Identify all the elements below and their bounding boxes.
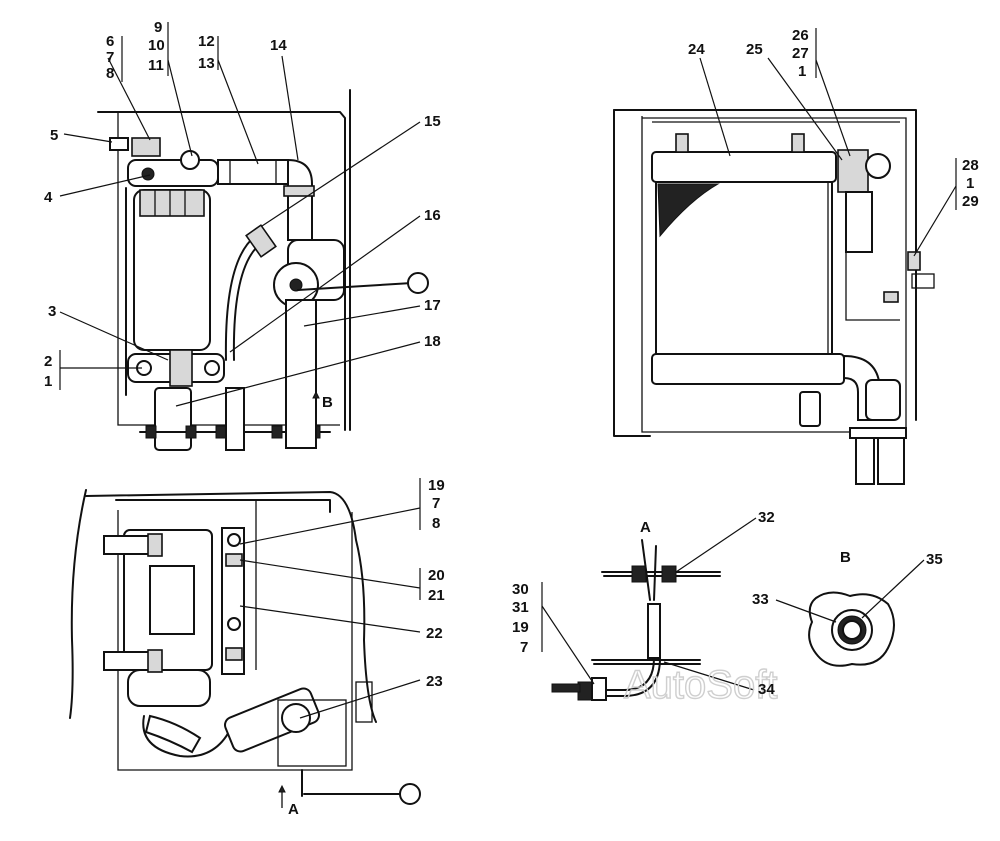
valve-handle-knob[interactable] — [399, 783, 421, 805]
callout-5: 5 — [50, 127, 58, 144]
side-tube — [845, 191, 873, 253]
fitting-25 — [837, 149, 869, 193]
callout-2: 2 — [44, 353, 52, 370]
tap-handle-knob[interactable] — [407, 272, 429, 294]
pipe-17 — [285, 299, 317, 449]
bottom-fitting-3 — [169, 349, 193, 387]
callout-19-a: 19 — [428, 477, 445, 494]
leader-lines-view-a — [541, 517, 757, 691]
callout-3: 3 — [48, 303, 56, 320]
top-fitting — [180, 150, 200, 170]
callout-7-c: 7 — [520, 639, 528, 656]
callout-1-a: 1 — [44, 373, 52, 390]
view-a-pipe — [647, 603, 661, 659]
elbow-14 — [287, 158, 313, 241]
callout-17: 17 — [424, 297, 441, 314]
view-a-title: A — [640, 519, 651, 536]
housing-left-edge — [613, 109, 651, 437]
arrow-a-label: A — [288, 801, 299, 818]
hose-fitting — [245, 224, 277, 258]
filter-bottom — [127, 669, 211, 707]
arrow-b-label: B — [322, 394, 333, 411]
callout-6: 6 — [106, 33, 114, 50]
tap-handle[interactable] — [297, 282, 413, 291]
filter-cap — [139, 189, 205, 217]
callout-8: 8 — [106, 65, 114, 82]
view-b-title: B — [840, 549, 851, 566]
callout-21: 21 — [428, 587, 445, 604]
callout-12: 12 — [198, 33, 215, 50]
callout-31: 31 — [512, 599, 529, 616]
callout-32: 32 — [758, 509, 775, 526]
callout-33: 33 — [752, 591, 769, 608]
pipe-12 — [217, 159, 289, 185]
callout-20: 20 — [428, 567, 445, 584]
callout-labels: 6 7 8 9 10 11 12 13 14 5 4 3 2 1 15 16 1… — [44, 19, 979, 698]
elbow-clamp — [283, 185, 315, 197]
leader-lines-top-right — [699, 28, 957, 257]
callout-35: 35 — [926, 551, 943, 568]
callout-4: 4 — [44, 189, 53, 206]
view-a-detail: A — [551, 519, 721, 701]
callout-26: 26 — [792, 27, 809, 44]
callout-25: 25 — [746, 41, 763, 58]
callout-11: 11 — [148, 57, 164, 74]
bottom-bolt-2 — [204, 360, 220, 376]
callout-23: 23 — [426, 673, 443, 690]
clamp-top-left — [103, 535, 151, 555]
callout-8-b: 8 — [432, 515, 440, 532]
callout-7-b: 7 — [432, 495, 440, 512]
top-right-assembly — [613, 109, 935, 485]
callout-22: 22 — [426, 625, 443, 642]
callout-19-b: 19 — [512, 619, 529, 636]
callout-28: 28 — [962, 157, 979, 174]
outlet-pipe-2 — [877, 437, 905, 485]
housing-top-right — [613, 109, 917, 421]
radiator-core — [655, 181, 833, 355]
hose-bottom — [142, 715, 231, 758]
callout-16: 16 — [424, 207, 441, 224]
leader-lines-bottom-left — [239, 478, 421, 719]
view-b-cap-35 — [842, 620, 862, 640]
clamp-bottom-left — [103, 651, 151, 671]
drain-pipe-18 — [154, 387, 192, 451]
leader-lines-top-left — [59, 22, 421, 407]
housing-inner-edge — [117, 112, 340, 426]
callout-14: 14 — [270, 37, 287, 54]
body-left-edge — [69, 489, 87, 719]
outlet-flange — [849, 427, 907, 439]
callout-29: 29 — [962, 193, 979, 210]
bolt-28 — [907, 251, 921, 271]
view-b-detail: B — [775, 549, 925, 667]
radiator-top-tank-24 — [651, 151, 837, 183]
bracket-bolt-top — [141, 167, 155, 181]
side-post — [225, 387, 245, 451]
callout-27: 27 — [792, 45, 809, 62]
callout-24: 24 — [688, 41, 705, 58]
plate-cutout — [149, 565, 195, 635]
callout-30: 30 — [512, 581, 529, 598]
callout-34: 34 — [758, 681, 775, 698]
callout-1-b: 1 — [798, 63, 806, 80]
callout-1-c: 1 — [966, 175, 974, 192]
radiator-bottom-tank — [651, 353, 845, 385]
top-left-assembly: B — [97, 89, 429, 451]
callout-18: 18 — [424, 333, 441, 350]
watermark: AutoSoft — [624, 663, 777, 707]
callout-15: 15 — [424, 113, 441, 130]
callout-10: 10 — [148, 37, 165, 54]
callout-9: 9 — [154, 19, 162, 36]
top-bracket — [127, 159, 219, 187]
bottom-left-assembly: A — [69, 489, 421, 818]
outlet-pipe-1 — [855, 437, 875, 485]
top-clamp — [131, 137, 161, 157]
callout-7: 7 — [106, 49, 114, 66]
radiator-hatch — [657, 183, 720, 238]
callout-13: 13 — [198, 55, 215, 72]
screw-5 — [109, 137, 129, 151]
